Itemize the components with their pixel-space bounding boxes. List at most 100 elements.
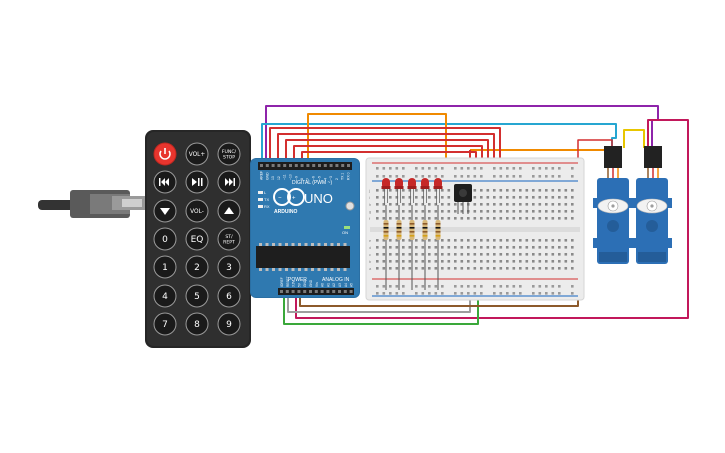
remote-button-label: 4 [162,292,168,302]
rx-label: RX [264,204,270,209]
power-pin-label: Vin [315,282,319,287]
power-pin-label: GND [309,279,313,287]
l-label: L [264,190,267,195]
digital-pin-label: 8 [300,178,304,180]
digital-pin-label: ~6 [312,176,316,180]
remote-button-2[interactable]: FUNC/STOP [217,142,241,166]
remote-button-11[interactable]: ST/REPT [217,227,241,251]
remote-button-label: 9 [226,320,232,330]
breadboard-row-label: b [369,259,372,264]
digital-pin-label: 4 [323,178,327,180]
power-icon [159,148,171,160]
resistor [383,205,389,290]
digital-pin-label: AREF [260,171,264,180]
remote-button-label: 6 [226,292,232,302]
remote-button-8[interactable] [217,199,241,223]
breadboard-row-label: e [369,238,372,243]
remote-button-label: STOP [223,155,235,161]
skip-forward-icon [225,178,235,186]
led [381,178,391,205]
wire-cyan [261,123,617,163]
digital-pin-label: ~5 [318,176,322,180]
breadboard-row-label: a [369,266,372,271]
digital-pin-label: 2 [335,178,339,180]
ir-remote: VOL+ FUNC/STOP VOL- 0 EQ ST/REPT 1 2 3 4 5 6 7 8 9 [145,130,251,348]
uno-label: UNO [304,191,333,206]
digital-pin-label: ~9 [294,176,298,180]
servo-motor-2 [632,146,672,264]
digital-pin-label: ~3 [329,176,333,180]
on-label: ON [342,230,348,235]
wire-magenta [295,119,689,319]
svg-text:+: + [292,196,296,202]
breadboard-row-label: i [369,195,370,200]
servo-motor-1 [593,146,633,264]
digital-pin-label: TX 1 [341,173,345,180]
analog-label: ANALOG IN [322,277,350,283]
remote-button-18[interactable]: 7 [153,312,177,336]
remote-button-4[interactable] [185,170,209,194]
power-pin-label: 3.3V [292,280,296,287]
digital-pin-label: GND [265,172,269,180]
remote-button-20[interactable]: 9 [217,312,241,336]
remote-button-label: 1 [162,263,168,273]
breadboard-row-label: d [369,245,371,250]
remote-button-label: ST/ [225,234,233,240]
servo-pair [593,146,672,264]
arrow-up-icon [224,207,234,214]
remote-button-label: REPT [223,240,235,246]
remote-button-label: VOL+ [189,152,206,158]
remote-button-15[interactable]: 4 [153,284,177,308]
power-pin-label: A3 [338,283,342,287]
digital-pin-label: 12 [277,176,281,180]
remote-button-0[interactable] [153,142,177,166]
power-pin-label: A1 [326,283,330,287]
remote-button-label: 8 [194,320,200,330]
remote-button-label: 7 [162,320,168,330]
tx-label: TX [264,197,269,202]
resistor [396,205,402,290]
remote-button-label: FUNC/ [222,149,237,155]
remote-button-16[interactable]: 5 [185,284,209,308]
remote-button-1[interactable]: VOL+ [185,142,209,166]
remote-button-label: 3 [226,263,232,273]
play-pause-icon [192,178,203,186]
digital-pin-label: ~10 [289,174,293,180]
remote-button-13[interactable]: 2 [185,255,209,279]
remote-button-7[interactable]: VOL- [185,199,209,223]
remote-button-17[interactable]: 6 [217,284,241,308]
power-label: POWER [288,277,307,283]
reset-button[interactable] [345,201,355,211]
remote-button-19[interactable]: 8 [185,312,209,336]
remote-button-label: 0 [162,235,168,245]
breadboard-row-label: g [369,209,371,214]
remote-button-14[interactable]: 3 [217,255,241,279]
remote-button-6[interactable] [153,199,177,223]
skip-back-icon [159,178,169,186]
remote-button-12[interactable]: 1 [153,255,177,279]
digital-label: DIGITAL (PWM ~) [292,180,332,186]
digital-pin-label: RX 0 [347,172,351,180]
remote-button-label: 5 [194,292,200,302]
wire-gray [287,290,471,313]
digital-pin-label: ~11 [283,174,287,180]
power-pin-label: A4 [344,283,348,287]
remote-button-9[interactable]: 0 [153,227,177,251]
led-array [381,178,443,290]
breadboard-row-label: h [369,202,371,207]
remote-button-3[interactable] [153,170,177,194]
atmega-chip [256,246,350,268]
remote-button-label: VOL- [190,209,204,215]
breadboard-row-label: j [368,188,370,193]
digital-pin-label: 13 [271,176,275,180]
led [394,178,404,205]
arduino-logo: − + ARDUINO [273,188,305,215]
wire-yellow [623,129,645,148]
digital-pin-label: 7 [306,178,310,180]
resistor [435,205,441,290]
remote-button-10[interactable]: EQ [185,227,209,251]
svg-text:−: − [278,196,282,202]
remote-button-5[interactable] [217,170,241,194]
